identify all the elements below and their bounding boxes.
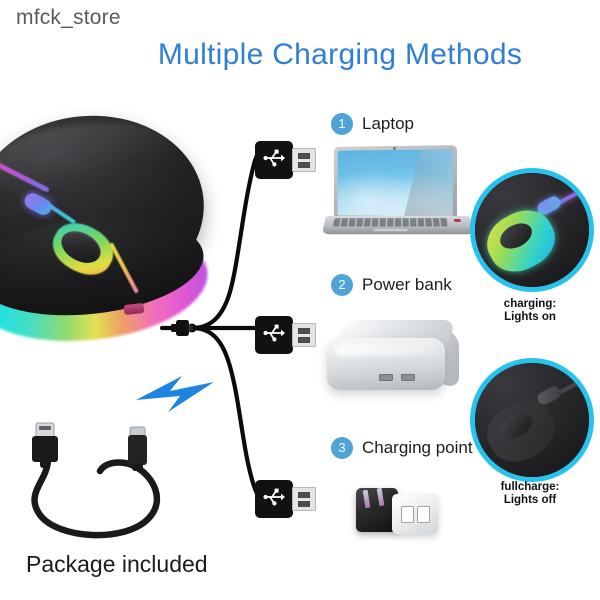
step-text: Laptop bbox=[362, 114, 414, 133]
cable-branch-laptop bbox=[189, 141, 267, 331]
laptop-screen bbox=[337, 149, 453, 217]
usb-cable-image bbox=[14, 415, 214, 550]
cable-micro-usb-connector bbox=[128, 426, 147, 471]
power-bank-usb-port bbox=[401, 374, 415, 381]
wall-charger-white bbox=[392, 494, 438, 534]
cable-usb-a-connector bbox=[32, 422, 58, 468]
usb-plug-body bbox=[255, 480, 293, 518]
laptop-base bbox=[321, 216, 475, 235]
power-bank-image bbox=[325, 320, 465, 398]
step-label-laptop: 1 Laptop bbox=[331, 113, 414, 135]
step-label-charging-point: 3 Charging point bbox=[331, 437, 473, 459]
usb-plug-charger bbox=[255, 478, 317, 520]
laptop-image bbox=[321, 145, 475, 242]
power-bank-sheen bbox=[335, 344, 435, 356]
usb-plug-body bbox=[255, 141, 293, 179]
charger-prong bbox=[362, 489, 371, 509]
usb-trident-icon bbox=[262, 146, 286, 170]
step-text: Power bank bbox=[362, 275, 452, 294]
step-number-badge: 1 bbox=[331, 113, 353, 135]
step-number-badge: 2 bbox=[331, 274, 353, 296]
step-number-badge: 3 bbox=[331, 437, 353, 459]
usb-plug-tip bbox=[292, 323, 316, 347]
usb-plug-tip bbox=[292, 487, 316, 511]
mouse-charging-port bbox=[123, 302, 145, 316]
micro-usb-plug bbox=[170, 315, 196, 341]
charger-usb-port bbox=[401, 506, 414, 523]
usb-plug-tip bbox=[292, 148, 316, 172]
inset-caption-line-2: Lights on bbox=[504, 311, 556, 323]
lightning-bolt-icon bbox=[130, 370, 220, 418]
laptop-lid bbox=[333, 145, 458, 221]
inset-charging-lights-on bbox=[470, 168, 594, 292]
laptop-trackpad bbox=[372, 227, 409, 232]
laptop-indicator bbox=[453, 218, 462, 222]
inset-fullcharge-lights-off bbox=[470, 358, 594, 482]
usb-trident-icon bbox=[262, 485, 286, 509]
store-watermark: mfck_store bbox=[16, 6, 121, 29]
wall-charger-black bbox=[356, 487, 398, 532]
inset-caption-line-1: charging: bbox=[503, 298, 557, 310]
inset-caption-line-1: fullcharge: bbox=[500, 481, 560, 493]
usb-plug-powerbank bbox=[255, 314, 317, 356]
package-included-caption: Package included bbox=[26, 551, 208, 577]
inset-caption-charging: charging: Lights on bbox=[460, 298, 600, 324]
charger-prong bbox=[376, 487, 385, 507]
charger-usb-port bbox=[417, 506, 430, 523]
inset-caption-line-2: Lights off bbox=[503, 494, 557, 506]
usb-trident-icon bbox=[262, 321, 286, 345]
step-label-powerbank: 2 Power bank bbox=[331, 274, 452, 296]
usb-plug-laptop bbox=[255, 139, 317, 181]
inset-caption-fullcharge: fullcharge: Lights off bbox=[460, 481, 600, 507]
wall-charger-image bbox=[356, 470, 460, 546]
page-title: Multiple Charging Methods bbox=[157, 38, 523, 71]
usb-plug-body bbox=[255, 316, 293, 354]
step-text: Charging point bbox=[362, 438, 473, 457]
laptop-keyboard bbox=[332, 218, 449, 227]
power-bank-usb-port bbox=[379, 374, 393, 381]
